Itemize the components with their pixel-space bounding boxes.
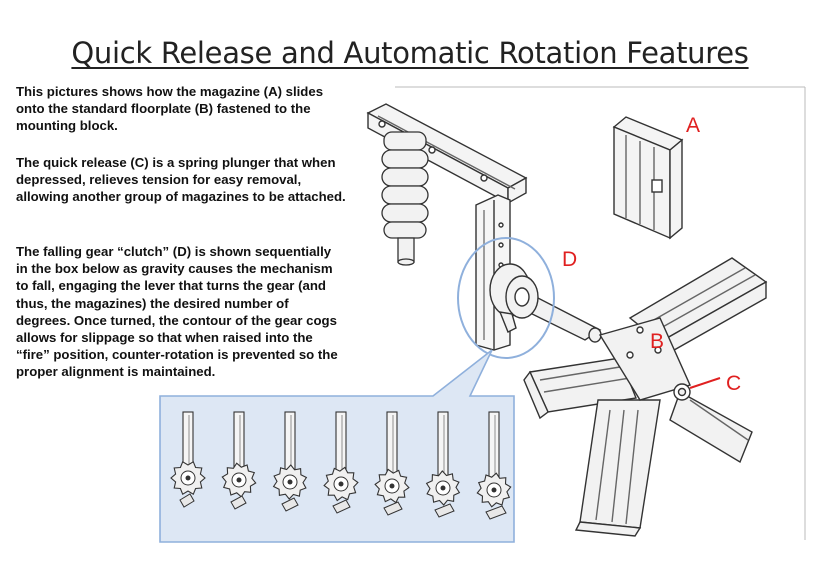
sequence-frame [374, 411, 410, 516]
ribbed-knob [381, 131, 429, 266]
sequence-frame [476, 411, 512, 520]
lever [332, 499, 351, 514]
label-magazine: A [686, 114, 701, 137]
gear-icon [425, 470, 461, 506]
gear-icon [272, 464, 308, 500]
sequence-frames [170, 411, 512, 520]
gear-icon [221, 462, 257, 498]
gear-assembly [489, 263, 602, 343]
sequence-frame [425, 411, 461, 518]
lever [383, 501, 403, 516]
page-title: Quick Release and Automatic Rotation Fea… [71, 36, 749, 70]
lever [485, 505, 507, 520]
gear-icon [170, 460, 206, 496]
lever [179, 493, 195, 508]
sequence-frame [272, 411, 308, 512]
sequence-frame [221, 411, 257, 510]
clutch-highlight [457, 237, 555, 359]
lever [281, 497, 299, 512]
label-gear-clutch: D [562, 248, 578, 271]
lever [434, 503, 455, 518]
description-quick-release: The quick release (C) is a spring plunge… [16, 155, 346, 205]
lever [230, 495, 247, 510]
gear-icon [476, 472, 512, 508]
gear-icon [374, 468, 410, 504]
label-quick-release: C [726, 372, 742, 395]
sequence-frame [323, 411, 359, 514]
sequence-frame [170, 411, 206, 508]
quick-release-pointer [689, 377, 721, 389]
magazine-cluster [523, 257, 768, 537]
description-gear-clutch: The falling gear “clutch” (D) is shown s… [16, 244, 338, 380]
description-magazine: This pictures shows how the magazine (A)… [16, 84, 324, 134]
gear-icon [323, 466, 359, 502]
label-floorplate: B [650, 330, 665, 353]
magazine [612, 116, 684, 240]
